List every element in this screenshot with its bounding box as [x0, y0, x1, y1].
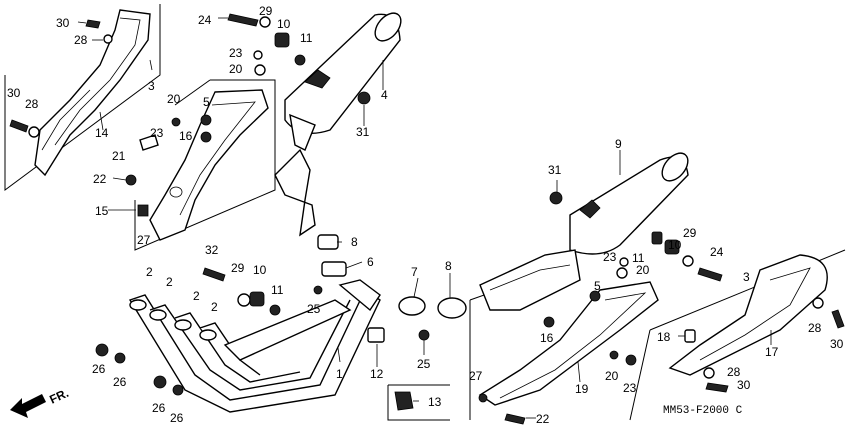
- part-13-box: [387, 384, 450, 421]
- part-label: 13: [428, 395, 442, 409]
- part-label: 16: [540, 331, 554, 345]
- part-label: 23: [229, 46, 243, 60]
- direction-label: FR.: [47, 386, 70, 407]
- leader-lines: [77, 17, 772, 419]
- exhaust-pipes: [128, 279, 381, 413]
- heat-shield-lower-right: [478, 281, 659, 406]
- part-label: 25: [307, 302, 321, 316]
- part-label: 2: [193, 289, 200, 303]
- part-label: 26: [152, 401, 166, 415]
- heat-shield-left: [34, 9, 151, 177]
- part-label: 28: [74, 33, 88, 47]
- part-label: 26: [170, 411, 184, 425]
- part-label: 19: [575, 382, 589, 396]
- part-label: 20: [605, 369, 619, 383]
- part-label: 10: [253, 263, 267, 277]
- part-label: 16: [179, 129, 193, 143]
- part-label: 26: [113, 375, 127, 389]
- part-label: 7: [411, 265, 418, 279]
- part-label: 2: [146, 265, 153, 279]
- part-labels: 1 2 2 2 2 3 3 4 5 5 6 7 8 8 9 10 10 10 1…: [7, 4, 844, 426]
- part-label: 24: [198, 13, 212, 27]
- part-label: 31: [548, 163, 562, 177]
- part-label: 5: [594, 279, 601, 293]
- part-label: 27: [469, 369, 483, 383]
- part-label: 8: [351, 235, 358, 249]
- diagram-code: MM53-F2000 C: [663, 405, 743, 417]
- part-label: 2: [166, 275, 173, 289]
- part-label: 29: [683, 226, 697, 240]
- part-label: 14: [95, 126, 109, 140]
- part-label: 5: [203, 95, 210, 109]
- part-label: 30: [737, 378, 751, 392]
- part-label: 11: [300, 31, 313, 45]
- part-label: 30: [7, 86, 21, 100]
- part-label: 11: [271, 283, 284, 297]
- part-label: 28: [808, 321, 822, 335]
- part-label: 10: [668, 238, 682, 252]
- part-label: 22: [93, 172, 107, 186]
- part-label: 17: [765, 345, 779, 359]
- part-label: 20: [167, 92, 181, 106]
- part-label: 30: [56, 16, 70, 30]
- part-label: 20: [636, 263, 650, 277]
- part-label: 23: [603, 250, 617, 264]
- heat-shield-right: [668, 254, 828, 376]
- part-label: 30: [830, 337, 844, 351]
- part-label: 10: [277, 17, 291, 31]
- part-label: 4: [381, 88, 388, 102]
- part-label: 31: [356, 125, 370, 139]
- part-label: 25: [417, 357, 431, 371]
- part-label: 22: [536, 412, 550, 426]
- small-parts: [9, 13, 845, 425]
- part-label: 27: [137, 233, 151, 247]
- part-label: 2: [211, 300, 218, 314]
- part-label: 29: [231, 261, 245, 275]
- part-label: 9: [615, 137, 622, 151]
- part-label: 26: [92, 362, 106, 376]
- part-label: 3: [148, 79, 155, 93]
- part-label: 3: [743, 270, 750, 284]
- part-label: 32: [205, 243, 219, 257]
- part-label: 1: [336, 367, 343, 381]
- upper-muffler: [274, 12, 402, 237]
- part-label: 8: [445, 259, 452, 273]
- part-label: 29: [259, 4, 273, 18]
- part-label: 28: [25, 97, 39, 111]
- heat-shield-left-box: [4, 4, 276, 251]
- front-direction-arrow: FR.: [10, 386, 71, 418]
- part-label: 6: [367, 255, 374, 269]
- lower-muffler: [479, 152, 689, 311]
- part-label: 15: [95, 204, 109, 218]
- part-label: 23: [150, 126, 164, 140]
- part-label: 23: [623, 381, 637, 395]
- part-label: 18: [657, 330, 671, 344]
- part-label: 12: [370, 367, 384, 381]
- part-label: 24: [710, 245, 724, 259]
- heat-shield-middle: [149, 89, 269, 241]
- part-label: 11: [632, 251, 645, 265]
- part-label: 20: [229, 62, 243, 76]
- part-label: 21: [112, 149, 126, 163]
- part-label: 28: [727, 365, 741, 379]
